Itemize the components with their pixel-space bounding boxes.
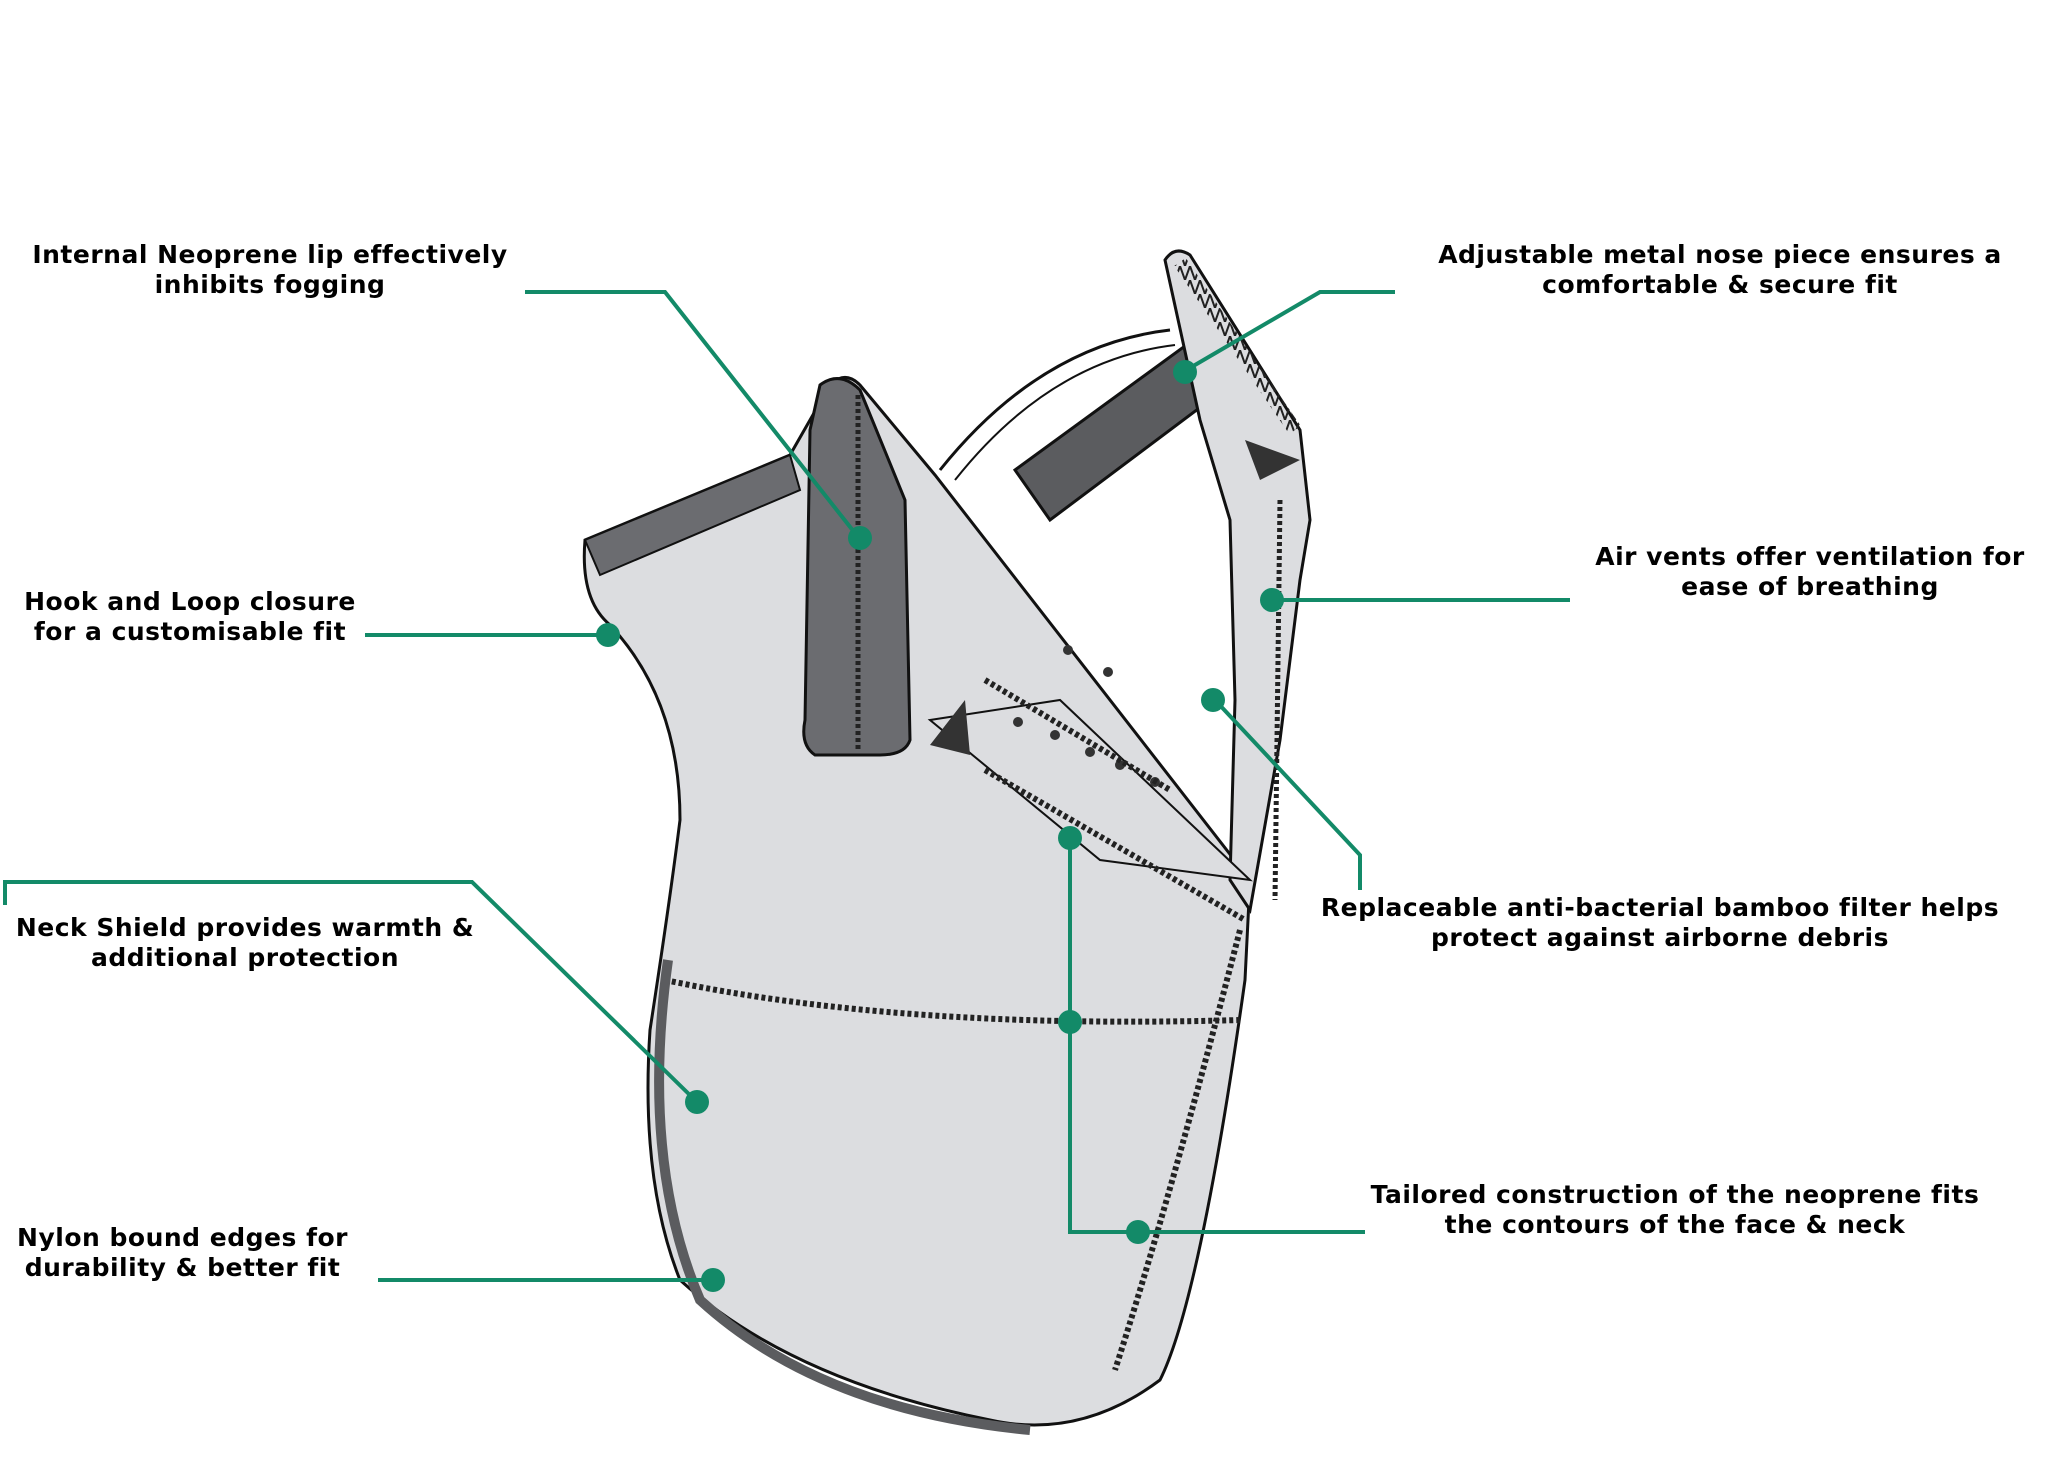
leader-nose bbox=[1181, 290, 1395, 374]
callout-neck-line1: Neck Shield provides warmth & bbox=[15, 913, 475, 942]
callout-neck: Neck Shield provides warmth &additional … bbox=[10, 913, 480, 973]
callout-nose-line2: comfortable & secure fit bbox=[1542, 270, 1898, 299]
callout-filter: Replaceable anti-bacterial bamboo filter… bbox=[1310, 893, 2010, 953]
callout-tailored-line1: Tailored construction of the neoprene fi… bbox=[1370, 1180, 1980, 1209]
callout-dots bbox=[596, 360, 1284, 1292]
callout-neck-line2: additional protection bbox=[91, 943, 399, 972]
callout-hook-line1: Hook and Loop closure bbox=[24, 587, 356, 616]
nylon-bound-edge bbox=[654, 959, 1031, 1435]
right-flap bbox=[1163, 249, 1312, 914]
leader-neck bbox=[3, 880, 699, 1104]
callout-nylon-line1: Nylon bound edges for bbox=[17, 1223, 348, 1252]
callout-filter-line1: Replaceable anti-bacterial bamboo filter… bbox=[1320, 893, 2000, 922]
hook-loop-strap bbox=[583, 453, 802, 577]
mask-body bbox=[582, 376, 1252, 1427]
leader-filter bbox=[1213, 698, 1362, 890]
callout-tailored-line2: the contours of the face & neck bbox=[1444, 1210, 1906, 1239]
callout-nylon-line2: durability & better fit bbox=[24, 1253, 341, 1282]
callout-vents-line1: Air vents offer ventilation for bbox=[1595, 542, 2025, 571]
callout-hook-line2: for a customisable fit bbox=[33, 617, 347, 646]
callout-filter-line2: protect against airborne debris bbox=[1431, 923, 1889, 952]
callout-lip-line1: Internal Neoprene lip effectively bbox=[32, 240, 508, 269]
callout-tailored: Tailored construction of the neoprene fi… bbox=[1360, 1180, 1990, 1240]
callout-vents-line2: ease of breathing bbox=[1681, 572, 1939, 601]
callout-lip-line2: inhibits fogging bbox=[154, 270, 386, 299]
filter-panel bbox=[927, 698, 1253, 882]
callout-nose-line1: Adjustable metal nose piece ensures a bbox=[1438, 240, 2002, 269]
leader-lip bbox=[525, 290, 860, 539]
callout-leaders bbox=[3, 290, 1570, 1282]
tailored-seam bbox=[664, 977, 1241, 1025]
leader-tailored bbox=[1068, 838, 1365, 1234]
